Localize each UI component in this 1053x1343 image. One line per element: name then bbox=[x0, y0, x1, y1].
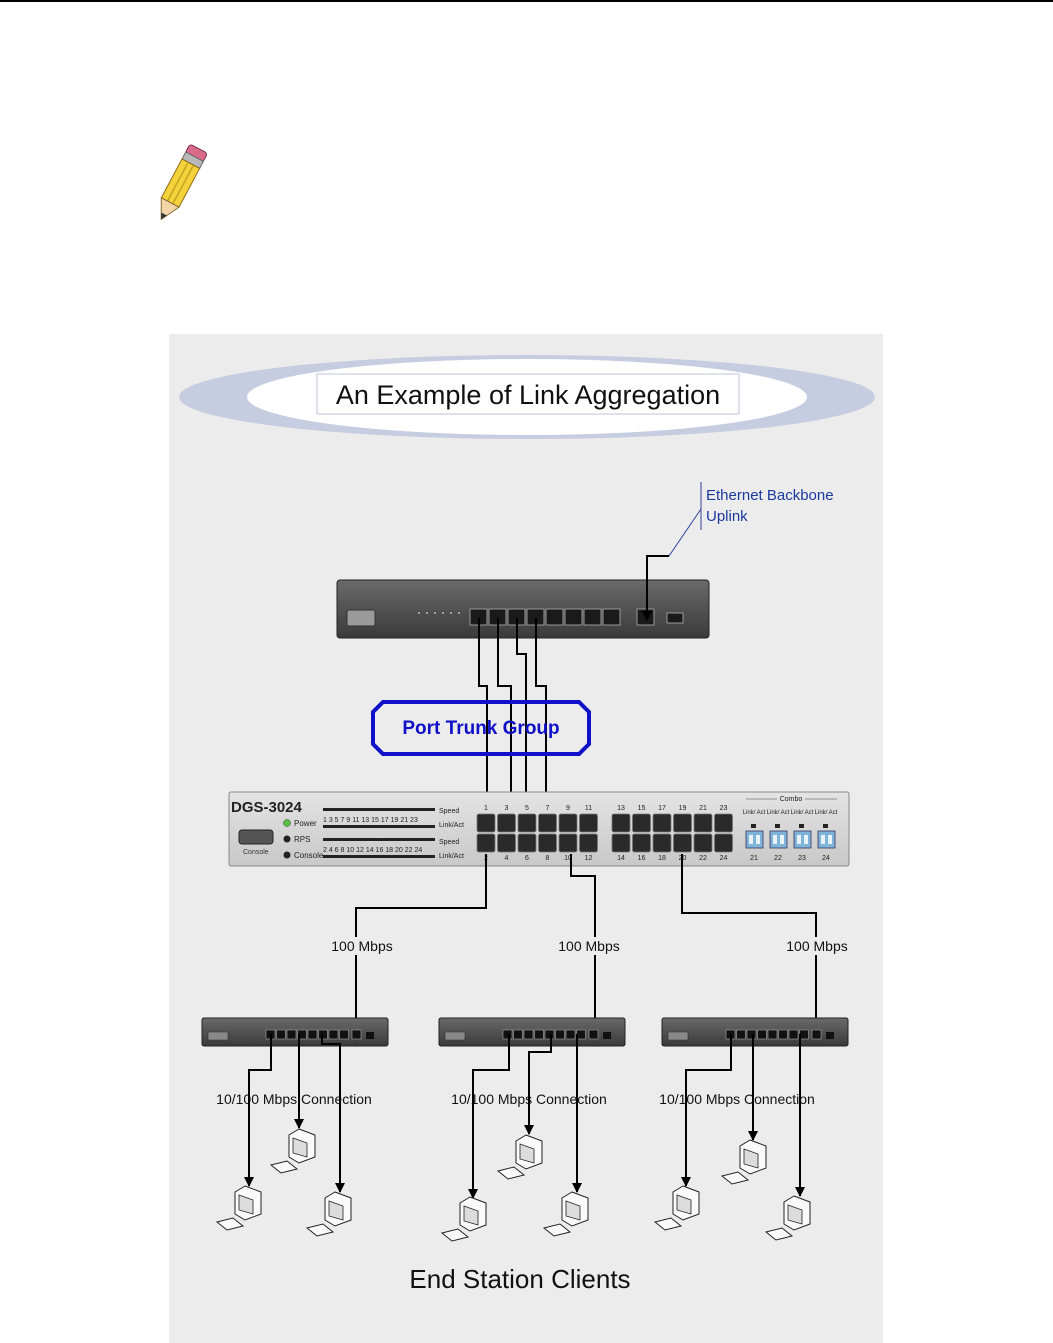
combo-led-label: Link/ Act bbox=[767, 810, 790, 816]
port-column bbox=[558, 813, 578, 853]
combo-port: Link/ Act 22 bbox=[767, 810, 790, 862]
port-number-bottom: 10 bbox=[564, 855, 572, 862]
link-speed-3: 100 Mbps bbox=[786, 938, 847, 954]
port-column bbox=[497, 813, 516, 853]
port-number-bottom: 6 bbox=[525, 855, 529, 862]
combo-led-label: Link/ Act bbox=[815, 810, 838, 816]
port-column bbox=[579, 813, 598, 853]
uplink-label-line1: Ethernet Backbone bbox=[706, 487, 834, 504]
trunk-label: Port Trunk Group bbox=[402, 718, 559, 739]
client-connection-label-3: 10/100 Mbps Connection bbox=[659, 1091, 815, 1107]
backbone-switch bbox=[336, 579, 710, 639]
led-rps-label: RPS bbox=[294, 835, 310, 844]
combo-number: 21 bbox=[750, 855, 758, 862]
client-cables bbox=[244, 1034, 805, 1199]
client-pc-icon bbox=[215, 1185, 262, 1231]
port-number-top: 23 bbox=[720, 805, 728, 812]
main-switch: DGS-3024 Console Power RPS Console 1 3 5… bbox=[228, 791, 850, 867]
port-number-top: 1 bbox=[484, 805, 488, 812]
pencil-note-icon bbox=[160, 144, 208, 221]
port-column bbox=[714, 813, 733, 853]
port-number-top: 3 bbox=[505, 805, 509, 812]
port-number-top: 13 bbox=[617, 805, 625, 812]
port-number-top: 7 bbox=[546, 805, 550, 812]
downlink-cables bbox=[351, 854, 821, 1047]
port-column bbox=[693, 813, 713, 853]
port-number-top: 9 bbox=[566, 805, 570, 812]
port-trunk-group: Port Trunk Group bbox=[371, 700, 591, 756]
link-speed-2: 100 Mbps bbox=[558, 938, 619, 954]
port-number-bottom: 4 bbox=[505, 855, 509, 862]
combo-port: Link/ Act 24 bbox=[815, 810, 838, 862]
client-pc-icon bbox=[720, 1139, 767, 1185]
combo-led-label: Link/ Act bbox=[791, 810, 814, 816]
port-number-top: 11 bbox=[585, 805, 592, 812]
client-connection-label-1: 10/100 Mbps Connection bbox=[216, 1091, 372, 1107]
link-speed-1: 100 Mbps bbox=[331, 938, 392, 954]
client-pc-icon bbox=[305, 1191, 352, 1237]
port-number-top: 21 bbox=[699, 805, 707, 812]
speed-label-bottom: Speed bbox=[439, 839, 459, 846]
port-number-bottom: 24 bbox=[720, 855, 728, 862]
combo-port: Link/ Act 21 bbox=[743, 810, 766, 862]
combo-port: Link/ Act 23 bbox=[791, 810, 814, 862]
port-number-top: 19 bbox=[679, 805, 687, 812]
port-number-bottom: 22 bbox=[699, 855, 707, 862]
uplink-label-line2: Uplink bbox=[706, 508, 748, 525]
combo-led-label: Link/ Act bbox=[743, 810, 766, 816]
port-column bbox=[538, 813, 557, 853]
client-pc-icon bbox=[653, 1185, 700, 1231]
port-number-top: 17 bbox=[658, 805, 666, 812]
port-number-bottom: 16 bbox=[638, 855, 646, 862]
port-number-bottom: 18 bbox=[658, 855, 666, 862]
title-banner: An Example of Link Aggregation bbox=[179, 355, 875, 439]
diagram-title: An Example of Link Aggregation bbox=[336, 380, 720, 410]
switch-model: DGS-3024 bbox=[231, 799, 303, 816]
client-pc-icon bbox=[542, 1191, 589, 1237]
port-number-top: 5 bbox=[525, 805, 529, 812]
led-console-label: Console bbox=[294, 851, 324, 860]
led-numbers-top: 1 3 5 7 9 11 13 15 17 19 21 23 bbox=[323, 817, 418, 824]
port-column bbox=[611, 813, 631, 853]
client-pc-icon bbox=[269, 1128, 316, 1174]
client-pc-icon bbox=[440, 1196, 487, 1242]
combo-number: 24 bbox=[822, 855, 830, 862]
port-column bbox=[652, 813, 672, 853]
port-column bbox=[476, 813, 496, 853]
client-pc-icon bbox=[496, 1134, 543, 1180]
combo-number: 23 bbox=[798, 855, 806, 862]
linkact-label-bottom: Link/Act bbox=[439, 853, 464, 860]
console-port-label: Console bbox=[243, 849, 269, 856]
access-switch bbox=[661, 1017, 849, 1047]
port-column bbox=[632, 813, 651, 853]
top-rule bbox=[0, 0, 1053, 2]
uplink-callout: Ethernet Backbone Uplink bbox=[668, 482, 834, 557]
link-aggregation-diagram: An Example of Link Aggregation Ethernet … bbox=[169, 334, 883, 1343]
port-column bbox=[517, 813, 537, 853]
port-column bbox=[673, 813, 692, 853]
client-pc-icon bbox=[764, 1195, 811, 1241]
footer-label: End Station Clients bbox=[409, 1264, 630, 1294]
port-number-bottom: 14 bbox=[617, 855, 625, 862]
speed-label-top: Speed bbox=[439, 808, 459, 815]
combo-number: 22 bbox=[774, 855, 782, 862]
port-number-top: 15 bbox=[638, 805, 646, 812]
port-number-bottom: 8 bbox=[546, 855, 550, 862]
led-power-label: Power bbox=[294, 819, 317, 828]
port-number-bottom: 12 bbox=[585, 855, 593, 862]
combo-label: Combo bbox=[780, 796, 803, 803]
access-switch bbox=[201, 1017, 389, 1047]
linkact-label-top: Link/Act bbox=[439, 822, 464, 829]
led-numbers-bottom: 2 4 6 8 10 12 14 16 18 20 22 24 bbox=[323, 847, 422, 854]
access-switch bbox=[438, 1017, 626, 1047]
